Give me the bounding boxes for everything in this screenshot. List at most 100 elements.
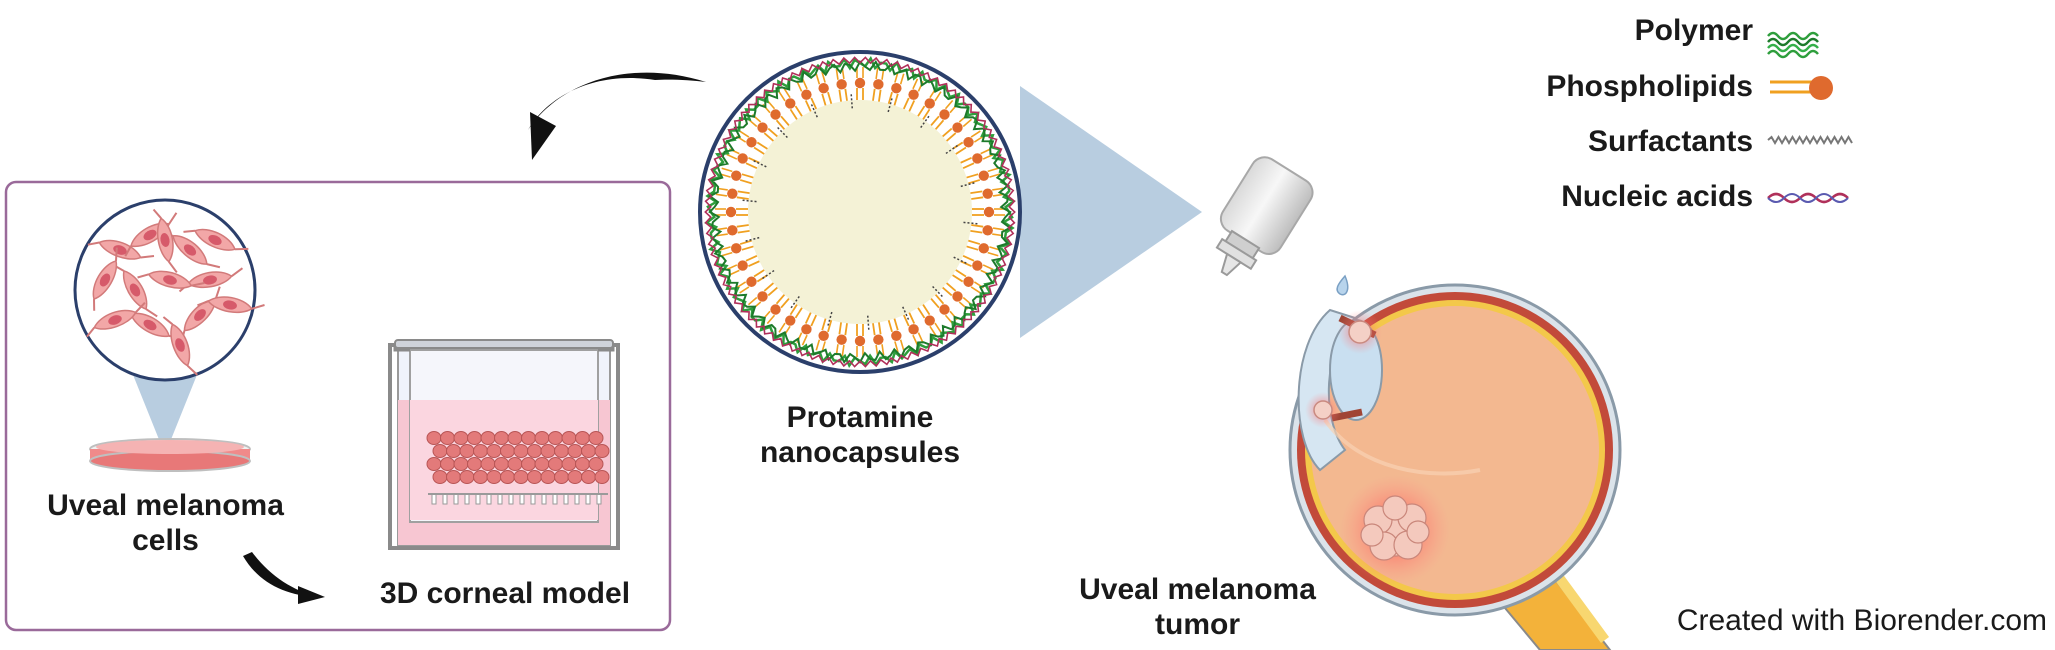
phospholipid-tail xyxy=(756,141,768,150)
phospholipid-tail xyxy=(952,274,964,283)
phospholipid-tail xyxy=(775,119,786,130)
nanocapsules-line-1: Protamine xyxy=(786,401,934,434)
membrane-pore xyxy=(486,493,492,505)
phospholipid-tail xyxy=(745,254,758,262)
phospholipid-tail xyxy=(838,89,842,102)
phospholipid-tail xyxy=(827,91,833,104)
phospholipid-tail xyxy=(968,239,981,245)
phospholipid-head xyxy=(939,304,950,315)
phospholipid-outer-tail xyxy=(726,264,738,271)
phospholipid-tail xyxy=(737,190,750,194)
phospholipid-head xyxy=(854,77,866,89)
curved-arrow-cells-to-model xyxy=(243,552,318,597)
curved-arrow-top-head xyxy=(530,112,556,160)
phospholipid-head xyxy=(978,243,989,254)
phospholipid-tail xyxy=(741,245,754,251)
phospholipid-tail xyxy=(789,108,798,120)
phospholipid-head xyxy=(963,276,974,287)
phospholipid-tail xyxy=(821,318,827,331)
phospholipid-tail xyxy=(804,312,812,324)
melanoma-cell xyxy=(86,302,146,338)
tissue-cell xyxy=(594,444,610,458)
phospholipid-head xyxy=(982,225,993,236)
phospholipid-tail xyxy=(767,286,778,297)
membrane-pore xyxy=(530,493,536,505)
tissue-cell xyxy=(459,470,475,484)
phospholipid-head xyxy=(757,291,768,302)
tissue-cell xyxy=(494,457,509,471)
tissue-cell xyxy=(513,444,529,458)
phospholipid-tail xyxy=(971,224,984,228)
phospholipid-outer-tail xyxy=(783,87,791,99)
tissue-cell xyxy=(554,470,569,484)
phospholipid-tail xyxy=(844,323,848,336)
phospholipid-head xyxy=(746,137,757,148)
tissue-cell xyxy=(575,457,590,471)
tissue-cell xyxy=(480,431,496,445)
tissue-cell xyxy=(500,470,515,484)
phospholipid-outer-tail xyxy=(992,187,1004,191)
membrane-pore xyxy=(563,493,569,505)
tissue-cell xyxy=(480,457,496,471)
phospholipid-tail xyxy=(908,100,916,112)
eye-cross-section xyxy=(1288,283,1622,650)
phospholipid-tail xyxy=(946,282,957,292)
membrane-pore xyxy=(574,493,580,505)
phospholipid-tail xyxy=(902,97,910,110)
phospholipid-head xyxy=(972,260,983,271)
tumor-lobe xyxy=(1360,523,1384,547)
tissue-cell xyxy=(540,470,556,484)
tissue-cell xyxy=(588,431,604,445)
phospholipid-outer-tail xyxy=(992,227,1005,231)
phospholipid-tail xyxy=(917,307,926,319)
phospholipid-tail xyxy=(780,298,790,309)
phospholipid-tail xyxy=(838,322,842,335)
phospholipid-tail xyxy=(934,119,945,130)
phospholipid-tail xyxy=(810,97,818,110)
membrane-pore xyxy=(596,493,602,505)
phospholipid-tail xyxy=(917,105,926,117)
phospholipid-head xyxy=(952,291,963,302)
tissue-cell xyxy=(527,470,542,484)
phospholipid-head xyxy=(908,324,919,335)
phospholipid-tail xyxy=(756,274,768,283)
phospholipid-outer-tail xyxy=(912,78,919,90)
phospholipid-tail xyxy=(902,314,910,327)
melanoma-cell xyxy=(113,264,158,318)
phospholipid-outer-tail xyxy=(739,130,750,138)
phospholipid-tail xyxy=(763,282,774,292)
tumor-label: Uveal melanoma tumor xyxy=(1060,572,1335,642)
phospholipid-head xyxy=(801,89,812,100)
phospholipid-outer-tail xyxy=(894,341,899,353)
phospholipid-head xyxy=(770,304,781,315)
phospholipid-tail xyxy=(804,100,812,112)
polymer-ring-inner xyxy=(708,60,1012,364)
tissue-cell xyxy=(561,457,577,471)
phospholipid-tail xyxy=(737,230,750,234)
phospholipid-tail xyxy=(887,320,893,333)
phospholipid-outer-tail xyxy=(796,81,803,92)
experiment-box xyxy=(4,180,672,632)
phospholipid-outer-tail xyxy=(766,314,776,325)
phospholipid-outer-tail xyxy=(982,264,994,271)
tissue-cell xyxy=(446,444,461,458)
tissue-cell xyxy=(446,470,461,484)
tissue-cell xyxy=(507,457,523,471)
phospholipid-tail xyxy=(775,294,786,305)
tissue-cell xyxy=(540,444,556,458)
phospholipid-tail xyxy=(789,304,798,316)
phospholipid-outer-tail xyxy=(934,322,942,333)
phospholipid-outer-tail xyxy=(917,332,924,343)
phospholipid-outer-tail xyxy=(980,148,991,155)
phospholipid-tail xyxy=(968,179,981,185)
melanoma-cell xyxy=(197,296,265,314)
membrane-pore xyxy=(453,493,459,505)
phospholipid-tail xyxy=(748,156,760,164)
melanoma-cell xyxy=(152,208,178,274)
membrane-pore xyxy=(541,493,547,505)
petri-dish xyxy=(89,438,251,472)
phospholipid-tail xyxy=(739,239,752,245)
phospholipid-outer-tail xyxy=(726,153,738,160)
legend-phospholipids-label: Phospholipids xyxy=(1546,70,1753,103)
tissue-cell xyxy=(594,470,610,484)
